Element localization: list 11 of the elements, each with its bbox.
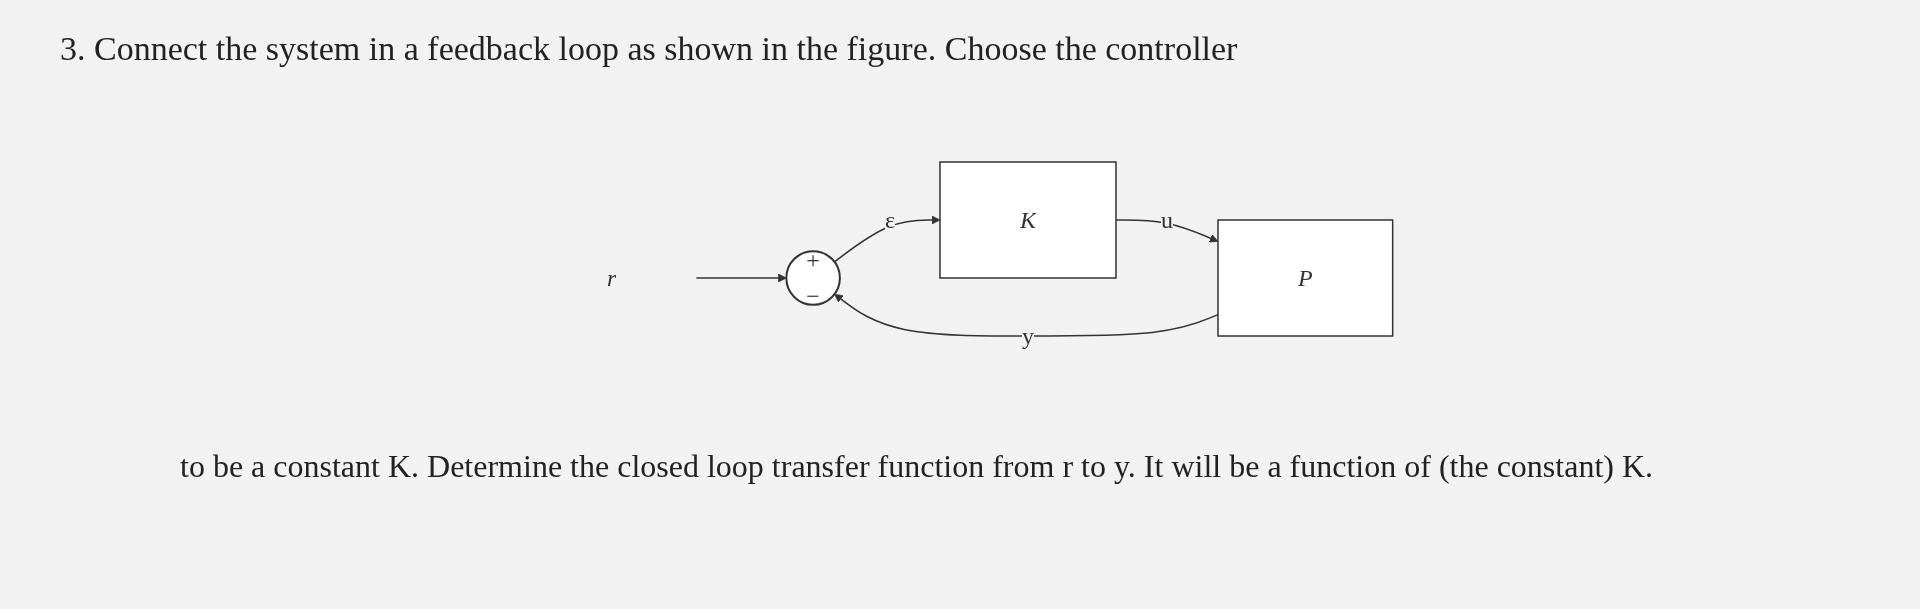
- arrow: [834, 293, 1219, 337]
- arrow: [695, 273, 787, 283]
- question-text: to be a constant K. Determine the closed loop transfer function from r to y. It will be a function of (the constant) K.: [179, 447, 1655, 485]
- edge-label: y: [1022, 323, 1035, 349]
- node-box: P: [1217, 219, 1394, 337]
- arrow: [833, 215, 941, 263]
- edge-label: u: [1161, 207, 1174, 233]
- node-text: r: [607, 265, 617, 291]
- question-text: 3. Connect the system in a feedback loop as shown in the figure. Choose the controller: [59, 29, 1239, 69]
- node-circle: + −: [785, 250, 842, 306]
- edge-label: ε: [885, 207, 896, 233]
